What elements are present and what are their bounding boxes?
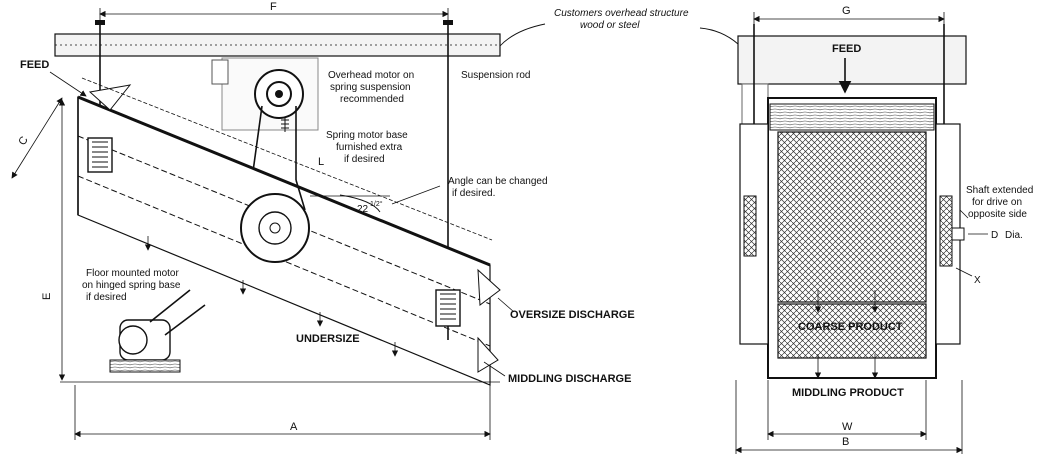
angle-note-line2: if desired. [452, 188, 495, 199]
feed-pointer [49, 71, 87, 97]
dimension-c-label: C [16, 134, 30, 147]
shaft [951, 227, 965, 241]
coarse-mesh [777, 131, 927, 303]
dimension-l-label: L [318, 156, 324, 168]
dimension-a: A [74, 385, 491, 440]
structure-pointer [499, 23, 546, 47]
shaft-note-line1: Shaft extended [966, 185, 1033, 196]
angle-note-line1: Angle can be changed [448, 176, 548, 187]
middling-discharge-label: MIDDLING DISCHARGE [508, 373, 631, 385]
shaft-note-line3: opposite side [968, 209, 1027, 220]
spring-base-note-line3: if desired [344, 154, 385, 165]
undersize-arrows [144, 236, 399, 357]
floor-motor-note-line3: if desired [86, 292, 127, 303]
dimension-c: C [11, 97, 63, 179]
floor-motor-note-line1: Floor mounted motor [86, 268, 179, 279]
dimension-x-label: X [974, 275, 981, 286]
spring-base-note-line2: furnished extra [336, 142, 403, 153]
middling-pointer [483, 361, 506, 377]
overhead-motor [211, 57, 319, 209]
dimension-g-label: G [842, 5, 851, 17]
middling-product-label: MIDDLING PRODUCT [792, 387, 904, 399]
angle-value: 22 [357, 204, 369, 215]
end-overhead-beam [737, 35, 967, 85]
middling-mesh [777, 303, 927, 359]
dimension-e-label: E [41, 293, 53, 300]
overhead-motor-note-line2: spring suspension [330, 82, 411, 93]
overhead-motor-note-line1: Overhead motor on [328, 70, 414, 81]
dimension-f: F [99, 1, 449, 34]
end-left-bracket [741, 83, 769, 125]
dimension-w: W [767, 380, 927, 440]
dimension-a-label: A [290, 421, 298, 433]
dimension-f-label: F [270, 1, 277, 13]
floor-motor-note-line2: on hinged spring base [82, 280, 181, 291]
spring-base-note-line1: Spring motor base [326, 130, 408, 141]
shaft-note-line2: for drive on [972, 197, 1022, 208]
structure-note-line1: Customers overhead structure [554, 8, 689, 19]
angle-marker [310, 185, 441, 213]
end-view: G [699, 5, 988, 454]
end-top-panel [769, 103, 935, 131]
overhead-beam [54, 33, 501, 57]
dimension-l: L [81, 77, 493, 241]
dia-label: Dia. [1005, 230, 1023, 241]
dimension-g: G [753, 5, 945, 34]
flywheel [240, 179, 310, 263]
floor-motor [109, 289, 206, 373]
left-spring [87, 137, 113, 173]
undersize-label: UNDERSIZE [296, 333, 360, 345]
angle-fraction: 1/2° [370, 200, 383, 208]
feed-label-end: FEED [832, 43, 861, 55]
coarse-product-label: COARSE PRODUCT [798, 321, 903, 333]
dimension-b: B [735, 380, 963, 454]
oversize-pointer [497, 297, 515, 313]
dimension-e: E [41, 99, 66, 381]
dimension-w-label: W [842, 421, 853, 433]
overhead-motor-note-line3: recommended [340, 94, 404, 105]
structure-note-line2: wood or steel [580, 20, 640, 31]
dimension-d-label: D [991, 230, 998, 241]
feed-label-side: FEED [20, 59, 49, 71]
suspension-rod-label: Suspension rod [461, 70, 531, 81]
dimension-b-label: B [842, 436, 849, 448]
oversize-discharge-label: OVERSIZE DISCHARGE [510, 309, 635, 321]
right-spring [435, 289, 461, 340]
side-view: F [11, 1, 546, 440]
annotations: Customers overhead structure wood or ste… [20, 8, 1033, 399]
